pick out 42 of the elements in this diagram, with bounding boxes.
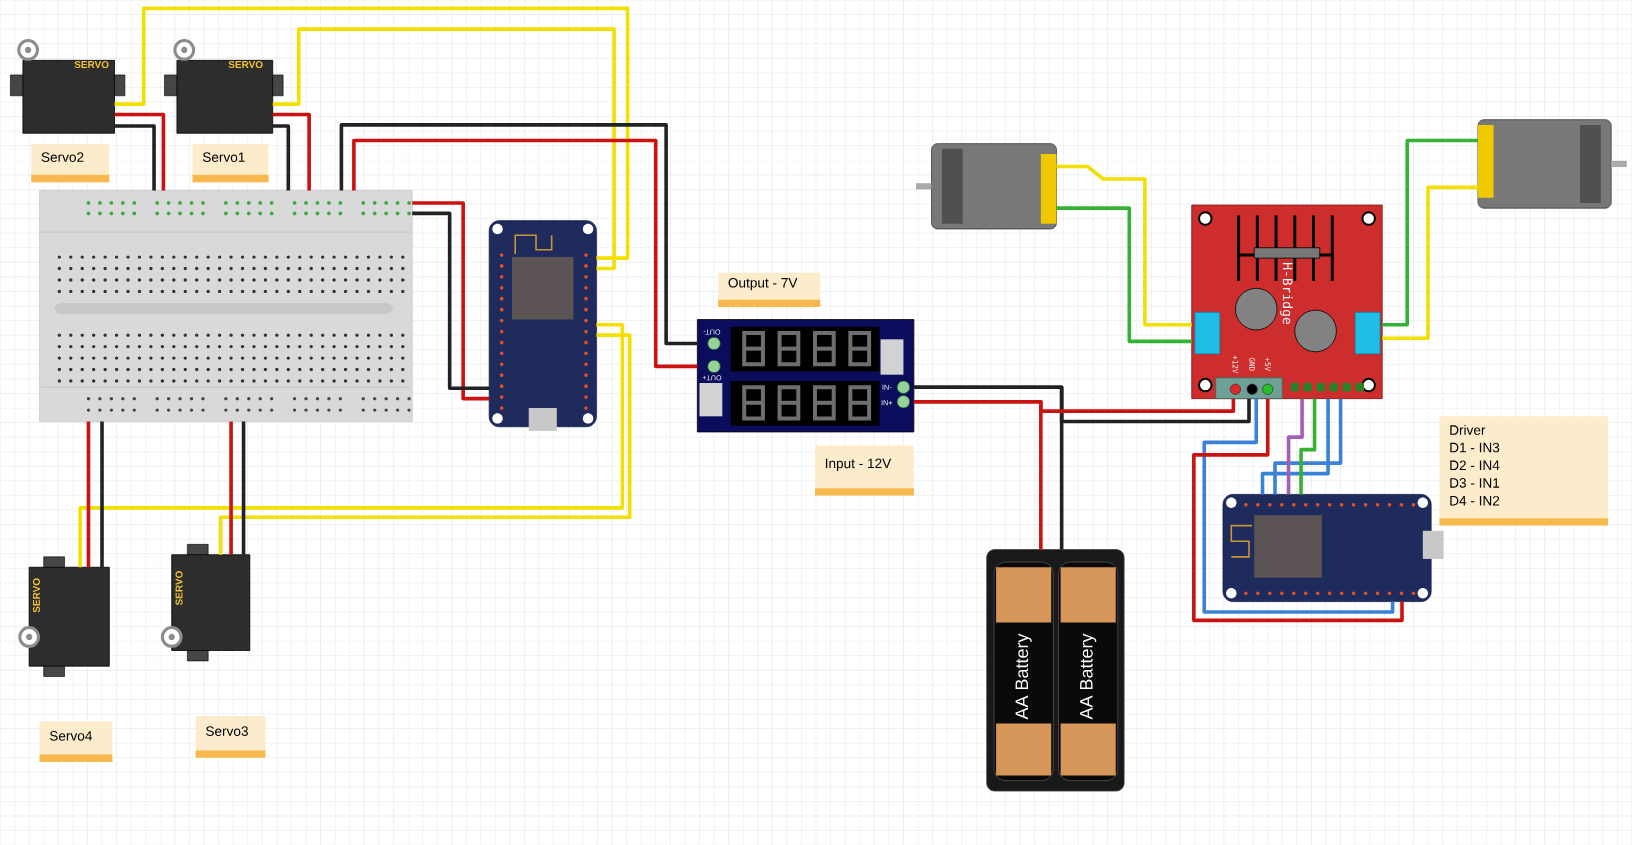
note-card: Servo4 — [39, 721, 113, 762]
note-card: Output - 7V — [718, 272, 821, 307]
wire — [1299, 398, 1317, 495]
microcontroller-board-drawing — [488, 220, 597, 431]
wire — [100, 421, 104, 568]
wire — [114, 6, 630, 260]
wire — [272, 112, 311, 191]
wire — [913, 399, 1043, 550]
servo-drawing: SERVO — [160, 544, 251, 662]
wire — [272, 27, 616, 271]
wire — [1286, 398, 1304, 495]
wire — [1056, 164, 1192, 327]
wire — [86, 421, 91, 568]
wire — [913, 385, 1251, 424]
wire — [1056, 206, 1192, 344]
note-card: Driver D1 - IN3 D2 - IN4 D3 - IN1 D4 - IN2 — [1439, 416, 1609, 526]
wire — [1382, 185, 1478, 340]
wire — [114, 112, 166, 191]
motor-drawing — [915, 143, 1057, 230]
servo-drawing: SERVO — [164, 39, 284, 134]
wire — [1382, 138, 1478, 327]
battery: AA Battery — [1058, 561, 1119, 781]
wire — [352, 138, 698, 369]
wire — [241, 421, 246, 555]
wire — [218, 333, 632, 555]
note-card: Input - 12V — [814, 445, 914, 496]
battery: AA Battery — [993, 561, 1054, 781]
servo-drawing: SERVO — [18, 556, 110, 677]
note-card: Servo1 — [192, 143, 269, 183]
note-card: Servo3 — [195, 716, 266, 758]
microcontroller-board-drawing — [1222, 493, 1444, 602]
breadboard-drawing — [39, 190, 413, 422]
servo-drawing: SERVO — [10, 39, 126, 134]
wire — [272, 124, 291, 191]
wire — [1260, 398, 1330, 495]
wire — [1273, 398, 1343, 495]
wire — [229, 421, 233, 555]
note-card: Servo2 — [31, 143, 110, 183]
motor-drawing — [1477, 119, 1627, 209]
wire — [114, 124, 156, 191]
wire — [78, 322, 625, 568]
wire — [339, 123, 698, 346]
